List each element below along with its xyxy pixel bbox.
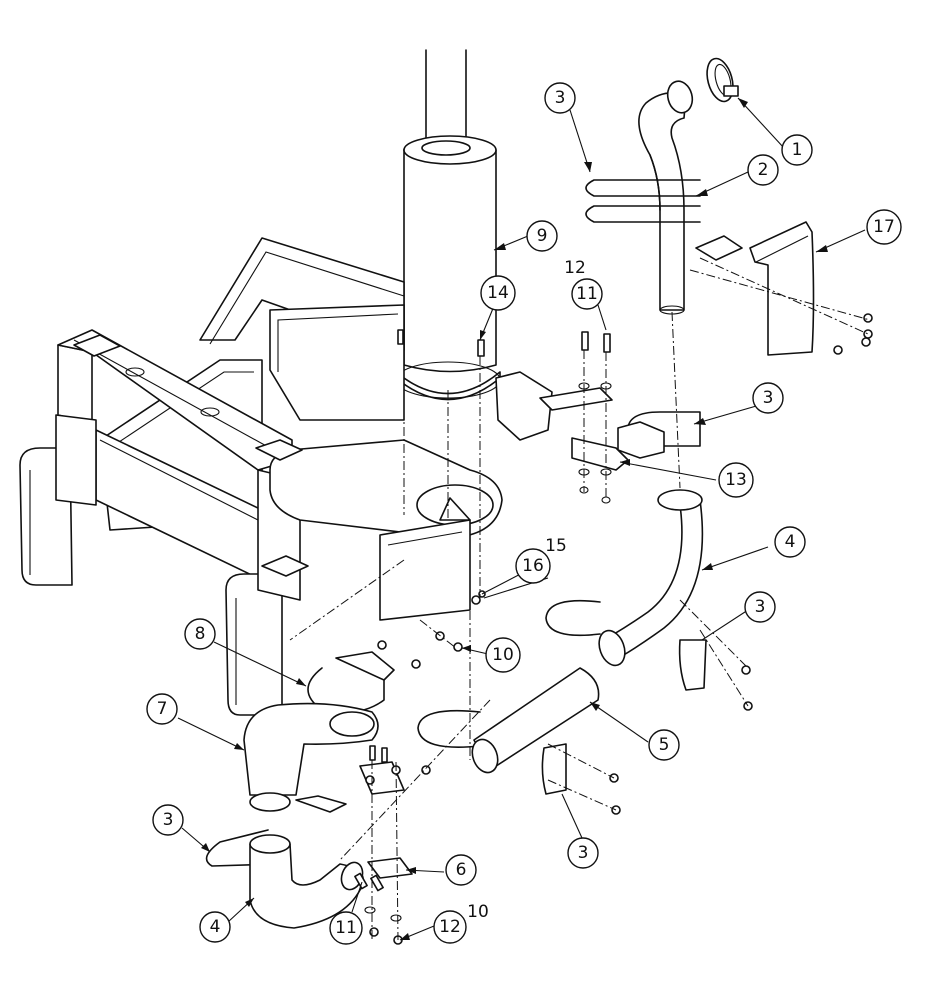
callout-3-mid: 3 [744,591,776,623]
svg-text:9: 9 [537,226,548,246]
callout-16: 16 [515,548,551,584]
svg-text:15: 15 [545,536,567,556]
bracket-part-13 [571,437,629,471]
svg-text:16: 16 [522,556,544,576]
callout-17: 17 [866,209,902,245]
callout-6: 6 [445,854,477,886]
leader-lines [177,97,866,941]
muffler-part-9 [395,135,501,401]
u-bolt-part-3-lower [417,709,567,795]
svg-text:3: 3 [755,597,766,617]
svg-text:10: 10 [467,902,489,922]
svg-text:10: 10 [492,645,514,665]
callout-7: 7 [146,693,178,725]
svg-text:7: 7 [157,699,168,719]
assembly-centerlines [289,257,871,941]
callout-3-lower: 3 [567,837,599,869]
svg-text:12: 12 [439,917,461,937]
svg-text:12: 12 [564,258,586,278]
callout-11-lower: 11 [329,911,363,945]
label-12-upper: 12 [564,258,586,278]
svg-text:1: 1 [792,140,803,160]
machine-frame [19,237,613,716]
svg-text:11: 11 [576,284,598,304]
callout-14: 14 [480,275,516,311]
callout-4-upper: 4 [774,526,806,558]
band-clamp-part-1 [706,57,739,103]
svg-text:17: 17 [873,217,895,237]
pipe-part-5 [471,667,600,774]
tailpipe-part-7 [243,702,379,812]
bracket-part-6 [367,857,413,879]
elbow-part-4-upper [598,489,704,667]
svg-text:3: 3 [763,388,774,408]
u-bolt-part-3-mid [545,599,707,691]
svg-text:4: 4 [210,917,221,937]
elbow-part-4-lower [249,834,365,929]
svg-text:8: 8 [195,624,206,644]
callout-4-lower: 4 [199,911,231,943]
callout-5: 5 [648,729,680,761]
svg-text:3: 3 [555,88,566,108]
callout-3-left: 3 [152,804,184,836]
callout-1: 1 [781,134,813,166]
hardware-fasteners [354,313,873,945]
svg-text:11: 11 [335,918,357,938]
callout-3-right: 3 [752,382,784,414]
exhaust-elbow-part-2 [638,80,694,315]
callout-3-top: 3 [544,82,576,114]
callout-11-upper: 11 [571,278,603,310]
label-15: 15 [545,536,567,556]
mount-plate-part-17 [749,221,815,356]
u-bolt-part-3-top [585,179,743,261]
callout-13: 13 [718,462,754,498]
callout-8: 8 [184,618,216,650]
callout-9: 9 [526,220,558,252]
u-bolt-part-3-left [205,795,347,867]
svg-text:6: 6 [456,860,467,880]
svg-text:4: 4 [785,532,796,552]
svg-text:2: 2 [758,160,769,180]
callout-2: 2 [747,154,779,186]
svg-text:3: 3 [578,843,589,863]
svg-text:5: 5 [659,735,670,755]
svg-text:14: 14 [487,283,509,303]
u-bolt-part-3-right [617,411,701,459]
callout-10-upper: 10 [485,637,521,673]
label-10-lower: 10 [467,902,489,922]
callout-12-lower: 12 [433,910,467,944]
svg-text:3: 3 [163,810,174,830]
svg-text:13: 13 [725,470,747,490]
